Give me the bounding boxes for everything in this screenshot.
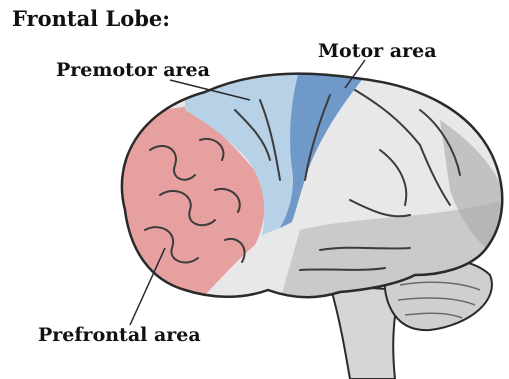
prefrontal-area-label: Prefrontal area [38, 326, 201, 345]
diagram-title: Frontal Lobe: [12, 8, 170, 29]
motor-area-label: Motor area [318, 42, 437, 61]
premotor-area-label: Premotor area [56, 61, 210, 80]
